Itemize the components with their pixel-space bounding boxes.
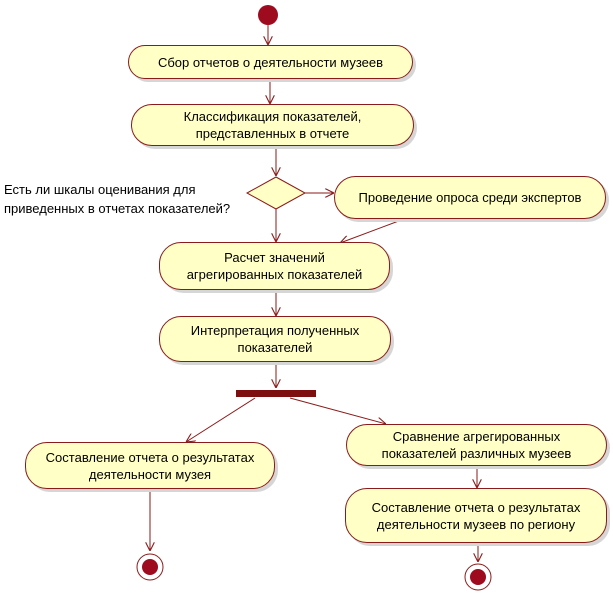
initial-node: [258, 5, 278, 25]
activity-interpret-results: Интерпретация полученных показателей: [159, 316, 391, 362]
flow-fork-compare: [289, 397, 386, 424]
decision-question: Есть ли шкалы оценивания для приведенных…: [4, 182, 231, 216]
decision-diamond: [245, 176, 307, 210]
activity-report-region: Составление отчета о результатах деятель…: [345, 488, 607, 543]
activity-calc-aggregated: Расчет значений агрегированных показател…: [159, 242, 390, 290]
activity-report-museum: Составление отчета о результатах деятель…: [25, 442, 275, 489]
activity-classify-indicators: Классификация показателей, представленны…: [131, 104, 414, 146]
activity-collect-reports: Сбор отчетов о деятельности музеев: [128, 45, 413, 79]
activity-compare-museums: Сравнение агрегированных показателей раз…: [346, 424, 607, 466]
flow-survey-calc: [340, 218, 405, 243]
final-node-region: [464, 563, 492, 591]
final-node-museum: [136, 553, 164, 581]
activity-expert-survey: Проведение опроса среди экспертов: [334, 176, 606, 219]
flow-fork-report-museum: [186, 397, 256, 442]
fork-bar: [236, 390, 316, 397]
